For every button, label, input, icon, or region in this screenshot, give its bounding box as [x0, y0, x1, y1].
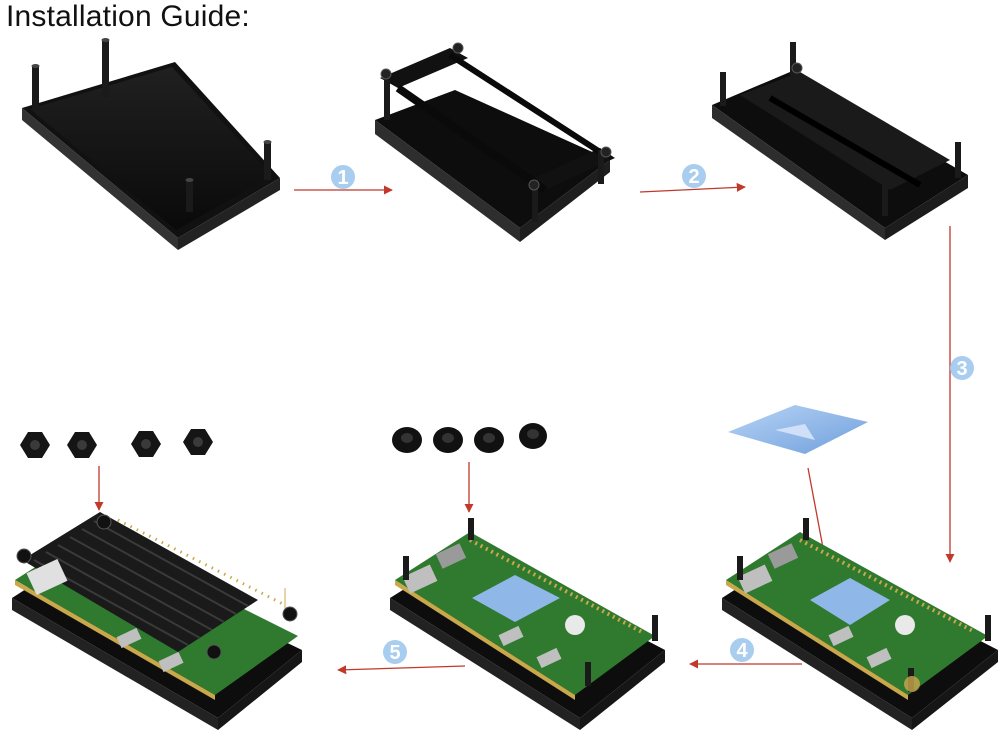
base-plate-with-standoffs: [22, 38, 280, 250]
standoff: [32, 66, 39, 108]
page-title: Installation Guide:: [6, 0, 250, 33]
micro-usb-port: [158, 651, 184, 673]
board-in-case-with-pad: [722, 518, 998, 730]
step-badge: [383, 640, 407, 664]
base-with-frame: [375, 42, 615, 242]
spacer-set: [392, 423, 547, 513]
step-3-arrow: 3: [945, 226, 974, 563]
heatsink: [22, 512, 258, 652]
micro-usb-port: [498, 625, 524, 647]
finished-case-with-heatsink: [12, 512, 302, 730]
micro-usb-port: [866, 647, 892, 669]
corner-screws: [16, 514, 298, 660]
sd-card-slot: [435, 543, 467, 569]
step-badge: [331, 165, 355, 189]
step-number: 1: [337, 167, 348, 189]
arrow-left-icon: [337, 665, 466, 675]
board-with-thermal-pad: [390, 518, 665, 730]
nut-icon: [67, 432, 97, 458]
thermal-pad-on-chip: [810, 578, 890, 625]
sd-card-slot: [767, 543, 799, 569]
nut-icon: [183, 429, 213, 455]
step-4-arrow: 4: [689, 638, 802, 669]
step-5-arrow: 5: [337, 640, 466, 675]
raspberry-logo-icon: [565, 615, 585, 635]
step-number: 2: [688, 166, 699, 188]
nut-set: [20, 429, 213, 511]
step-1-arrow: 1: [294, 165, 393, 195]
step-2-arrow: 2: [639, 164, 746, 193]
micro-usb-port: [828, 625, 854, 647]
arrow-right-icon: [639, 182, 746, 193]
step-badge: [682, 164, 706, 188]
mini-hdmi-port: [402, 564, 438, 594]
micro-usb-port: [536, 647, 562, 669]
spacer-icon: [433, 427, 463, 453]
step-badge: [950, 356, 974, 380]
mini-hdmi-port: [26, 558, 68, 596]
step-badge: [730, 638, 754, 662]
spacer-icon: [392, 427, 422, 453]
step-number: 5: [389, 642, 400, 664]
standoff: [264, 142, 271, 180]
nut-icon: [131, 431, 161, 457]
standoff: [102, 40, 109, 98]
raspberry-logo-icon: [895, 615, 915, 635]
nut-icon: [20, 432, 50, 458]
mini-hdmi-port: [737, 564, 773, 594]
spacer-icon: [519, 423, 547, 449]
thermal-pad-on-chip: [472, 575, 560, 622]
step-number: 4: [736, 640, 748, 662]
micro-usb-port: [116, 627, 142, 649]
standoff: [186, 180, 193, 212]
step-number: 3: [956, 358, 967, 380]
spacer-icon: [474, 427, 504, 453]
assembled-case-body: [712, 42, 968, 240]
